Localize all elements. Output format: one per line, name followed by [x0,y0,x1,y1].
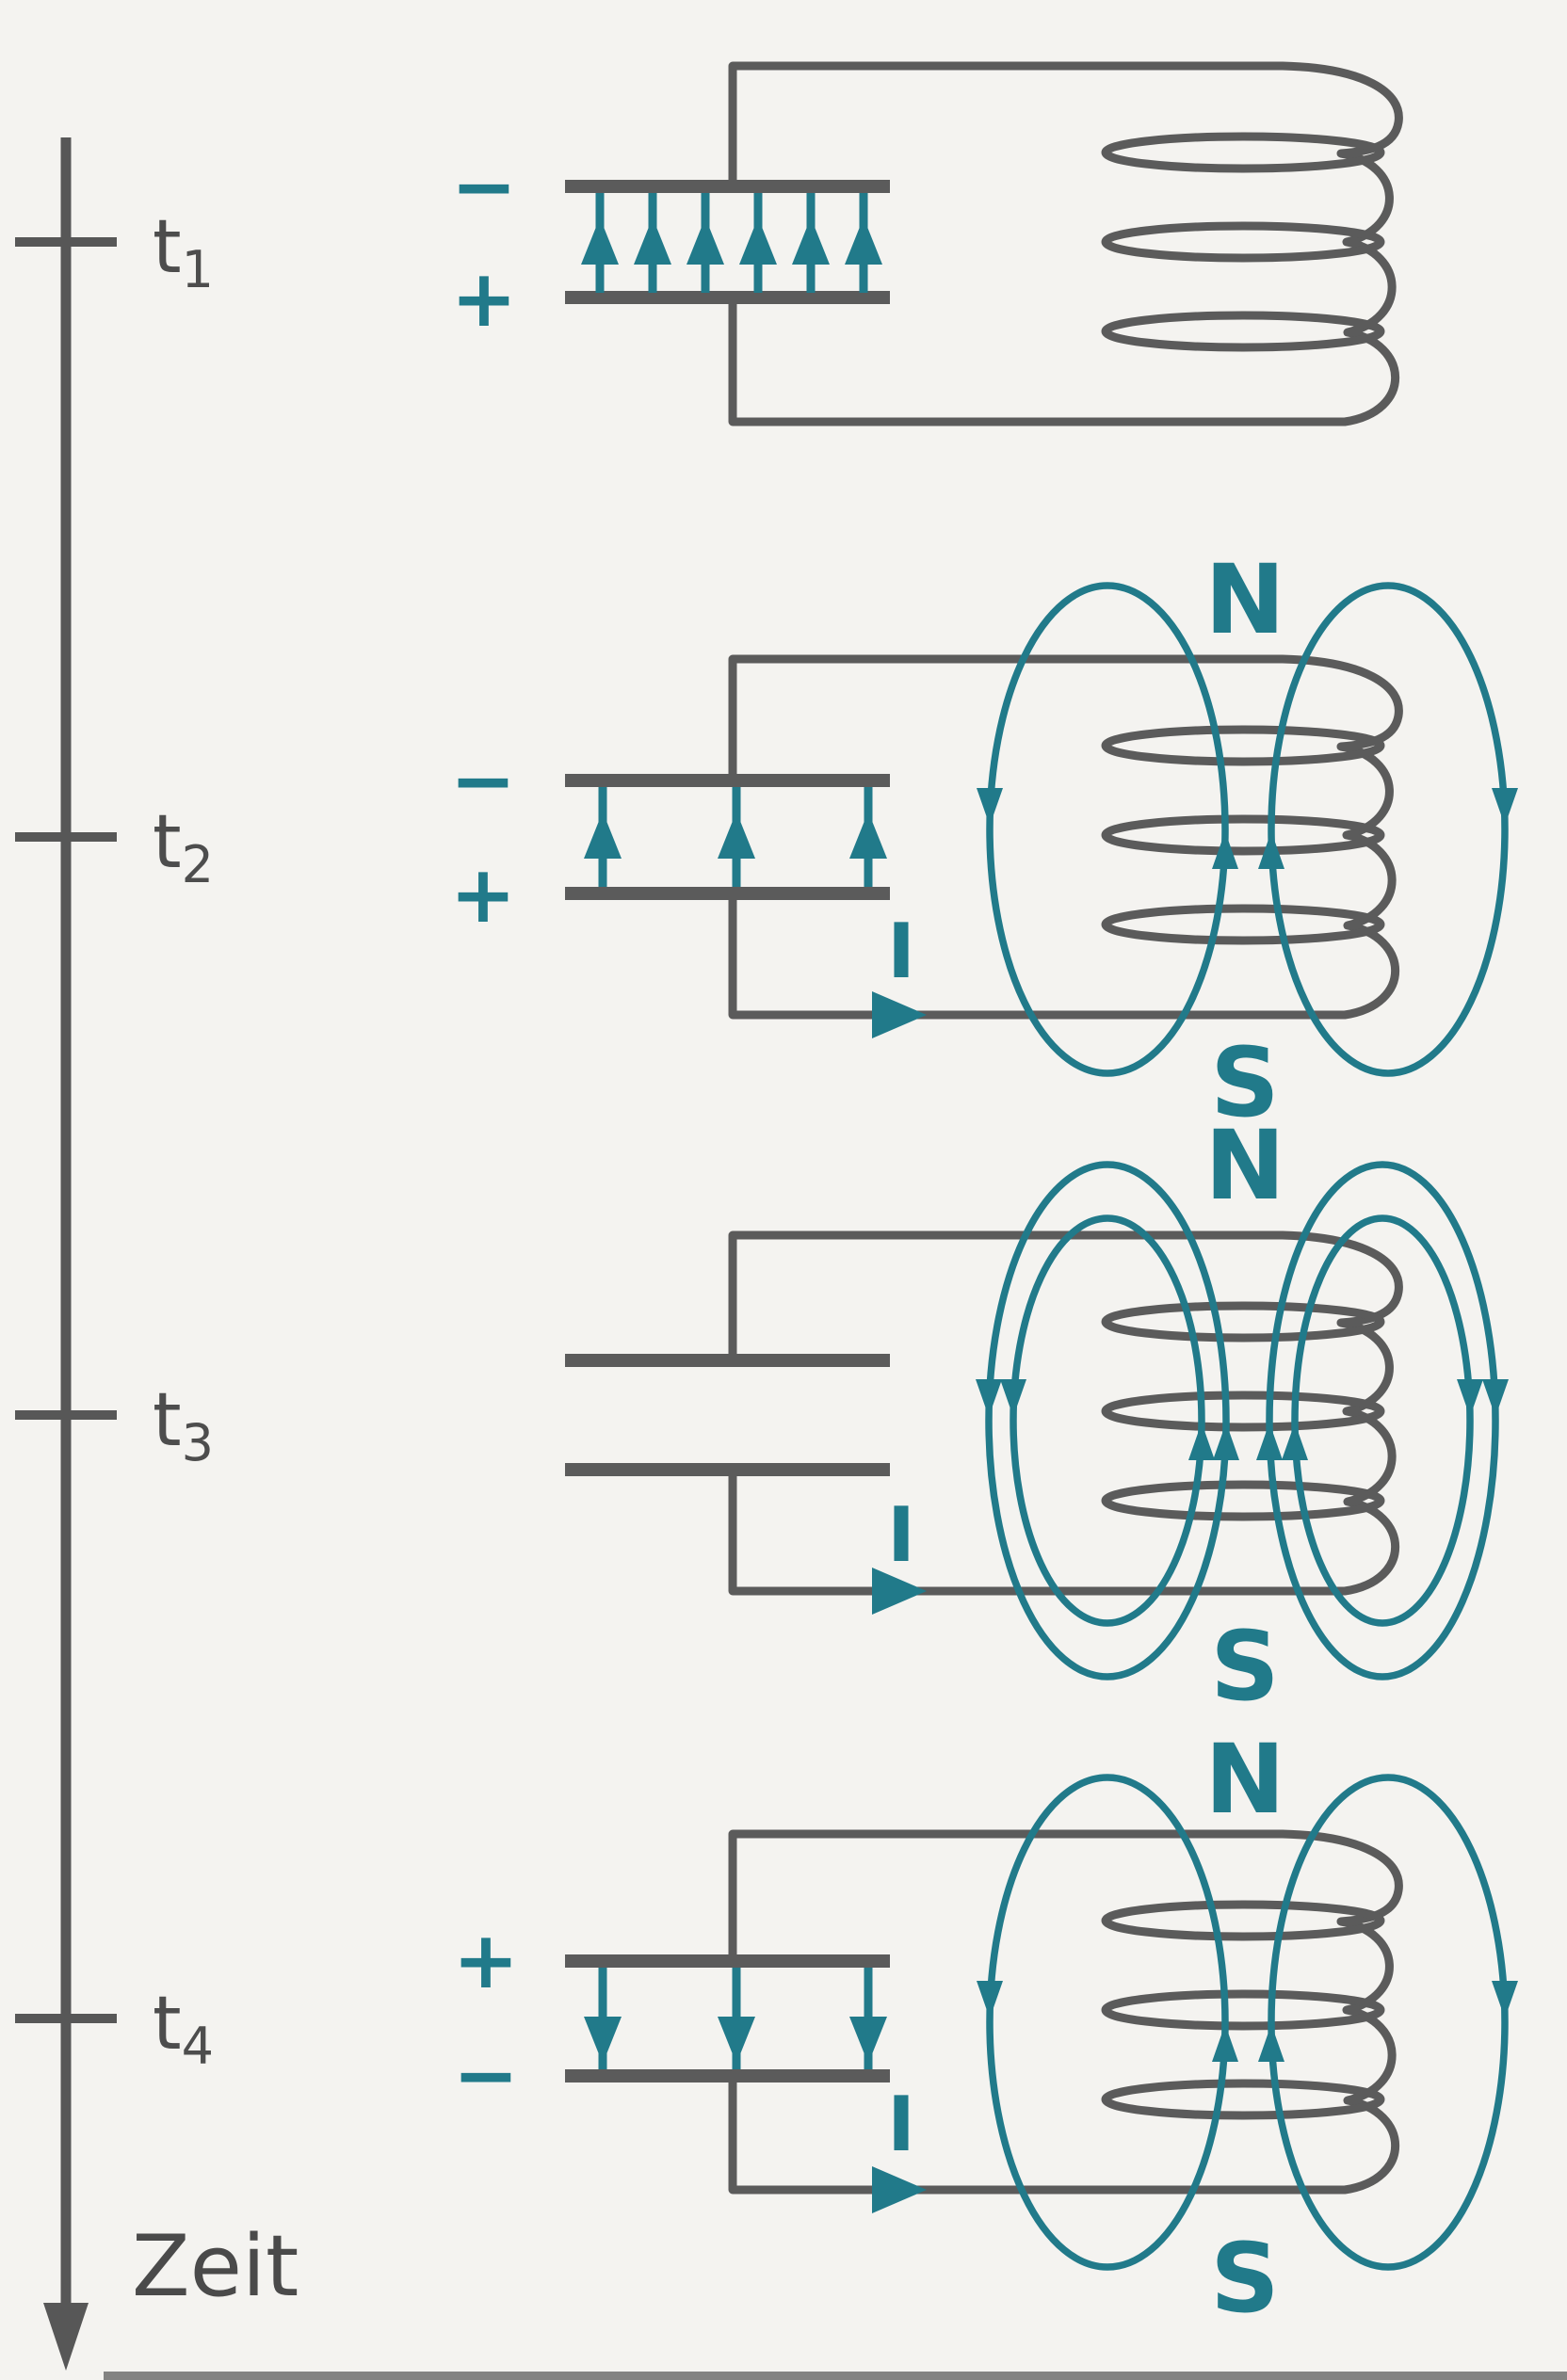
pole-label-south-t2: S [1210,1027,1279,1139]
cap-sign-bottom-t4: − [453,2029,519,2121]
capacitor-plate-bottom-t4 [565,2069,890,2082]
coil-t4 [733,1834,1398,2190]
circuit-t2: − + I N S [450,544,1518,1139]
cap-sign-bottom-t1: + [451,252,517,345]
field-lines-t4 [986,1774,1509,2271]
capacitor-plate-bottom-t3 [565,1463,890,1476]
efield-arrows-up-t1 [581,193,882,293]
field-line-arrowheads-t2 [977,788,1518,869]
capacitor-plate-bottom-t1 [565,291,890,304]
capacitor-plate-top-t4 [565,1954,890,1968]
current-arrow-icon-t4 [872,2166,927,2213]
circuit-t4: + − I N S [453,1724,1518,2335]
efield-arrows-down-t4 [584,1968,887,2069]
current-label-t4: I [887,2081,915,2168]
cap-sign-top-t2: − [450,734,516,827]
capacitor-plate-top-t2 [565,774,890,787]
time-label-t3: t3 [153,1378,214,1472]
coil-t2 [733,659,1398,1015]
time-label-t2: t2 [153,800,214,894]
field-lines-t2 [986,582,1509,1077]
current-label-t2: I [887,908,915,995]
cap-sign-bottom-t2: + [450,848,516,941]
pole-label-north-t3: N [1204,1110,1284,1222]
axis-label-zeit: Zeit [132,2217,299,2316]
circuit-t3: I N S [565,1110,1509,1723]
efield-arrows-up-t2 [584,787,887,887]
time-label-t4: t4 [153,1982,214,2076]
capacitor-plate-bottom-t2 [565,887,890,900]
current-arrow-icon-t2 [872,991,927,1038]
cap-sign-top-t4: + [453,1914,519,2006]
field-lines-t3 [985,1161,1499,1680]
cap-sign-top-t1: − [451,140,517,233]
scan-edge-artifact [104,2372,1567,2380]
coil-t1 [733,66,1398,422]
coil-t3 [733,1235,1398,1591]
time-axis-arrowhead-icon [43,2303,89,2371]
capacitor-plate-top-t1 [565,180,890,193]
time-axis: t1 t2 t3 t4 Zeit [15,137,299,2371]
pole-label-north-t2: N [1204,544,1284,656]
pole-label-north-t4: N [1204,1724,1284,1836]
capacitor-plate-top-t3 [565,1354,890,1367]
pole-label-south-t4: S [1210,2223,1279,2335]
time-label-t1: t1 [153,205,214,299]
circuit-t1: − + [451,66,1399,422]
pole-label-south-t3: S [1210,1611,1279,1723]
current-label-t3: I [887,1491,915,1579]
